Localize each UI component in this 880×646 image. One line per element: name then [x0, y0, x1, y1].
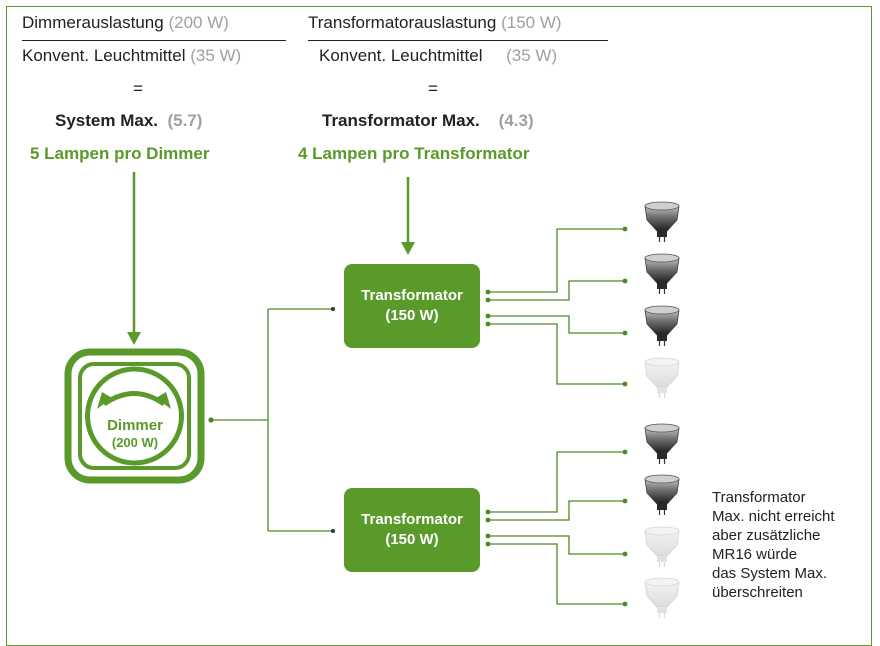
dimmer-watt: (200 W) — [111, 435, 159, 450]
transformer-arrow-head — [401, 242, 415, 255]
left-lamp-load-value: (35 W) — [190, 46, 242, 65]
left-fraction-bar — [22, 40, 286, 41]
transformer-box-1: Transformator (150 W) — [344, 264, 480, 348]
transformer-1-watt: (150 W) — [385, 307, 439, 324]
transformer-load-value: (150 W) — [501, 13, 562, 32]
note-line: überschreiten — [712, 584, 803, 601]
note-line: das System Max. — [712, 565, 828, 582]
left-lamp-load-line: Konvent. Leuchtmittel (35 W) — [22, 46, 241, 66]
system-max-value: (5.7) — [167, 111, 203, 130]
lamp-lit-icon — [644, 201, 680, 242]
right-lamp-load-value: (35 W) — [506, 46, 558, 65]
dimmer-load-value: (200 W) — [168, 13, 229, 32]
transformer-2-output-wires — [488, 451, 625, 605]
lamp-unlit-icon — [644, 526, 680, 567]
dimmer-load-label: Dimmerauslastung — [22, 13, 164, 32]
transformer-2-input-node — [331, 529, 335, 533]
right-fraction-bar — [308, 40, 608, 41]
dimmer-label-group: Dimmer (200 W) — [99, 417, 171, 451]
dimmer-output-node — [208, 417, 214, 423]
transformer-1-label: Transformator — [361, 287, 463, 304]
transformer-2-label: Transformator — [361, 511, 463, 528]
lamp-lit-icon — [644, 305, 680, 346]
dimmer-arrow-head — [127, 332, 141, 345]
transformer-max-line: Transformator Max. (4.3) — [322, 111, 534, 131]
note-line: Max. nicht erreicht — [712, 508, 835, 525]
right-equals: = — [428, 79, 438, 98]
limit-note: Transformator Max. nicht erreicht aber z… — [712, 488, 835, 602]
dimmer-conclusion: 5 Lampen pro Dimmer — [30, 144, 210, 163]
note-line: MR16 würde — [712, 546, 798, 563]
transformer-2-terminals — [485, 449, 628, 607]
system-max-line: System Max. (5.7) — [55, 111, 202, 131]
transformer-max-value: (4.3) — [498, 111, 534, 130]
transformer-2-watt: (150 W) — [385, 531, 439, 548]
lamp-lit-icon — [644, 474, 680, 515]
transformer-max-label: Transformator Max. — [322, 111, 480, 130]
transformer-1-output-wires — [488, 228, 625, 385]
lamp-lit-icon — [644, 253, 680, 294]
right-lamp-load-line: Konvent. Leuchtmittel (35 W) — [319, 46, 557, 66]
dimmer-output-wires — [211, 308, 333, 532]
transformer-1-terminals — [485, 226, 628, 387]
transformer-1-input-node — [331, 307, 335, 311]
lamp-lit-icon — [644, 423, 680, 464]
transformer-load-label: Transformatorauslastung — [308, 13, 497, 32]
wiring-diagram — [64, 172, 680, 618]
left-lamp-load-label: Konvent. Leuchtmittel — [22, 46, 186, 65]
dimmer-load-line: Dimmerauslastung (200 W) — [22, 13, 229, 33]
transformer-box-2: Transformator (150 W) — [344, 488, 480, 572]
lamp-unlit-icon — [644, 577, 680, 618]
dimmer-icon — [64, 348, 205, 484]
note-line: aber zusätzliche — [712, 527, 821, 544]
system-max-label: System Max. — [55, 111, 158, 130]
lamps — [644, 201, 680, 618]
lamp-unlit-icon — [644, 357, 680, 398]
dimmer-label: Dimmer — [107, 417, 163, 434]
right-lamp-load-label: Konvent. Leuchtmittel — [319, 46, 483, 65]
note-line: Transformator — [712, 489, 806, 506]
left-equals: = — [133, 79, 143, 98]
transformer-conclusion: 4 Lampen pro Transformator — [298, 144, 530, 163]
transformer-load-line: Transformatorauslastung (150 W) — [308, 13, 562, 33]
